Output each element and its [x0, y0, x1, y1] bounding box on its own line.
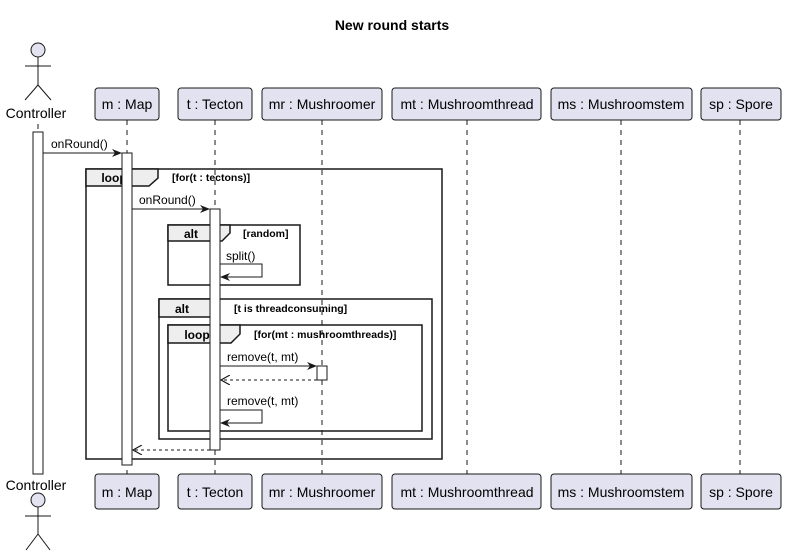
message-label: remove(t, mt) — [227, 394, 298, 408]
participant-label: mr : Mushroomer — [269, 484, 376, 500]
message-remove-self: remove(t, mt) — [220, 394, 298, 427]
participants-top: m : Map t : Tecton mr : Mushroomer mt : … — [94, 87, 782, 121]
message-onround-tecton: onRound() — [132, 193, 210, 213]
activation-map — [121, 152, 133, 466]
participant-label: m : Map — [102, 96, 153, 112]
messages: onRound() onRound() split() remove(t, mt… — [43, 137, 317, 450]
stick-figure-icon — [25, 492, 51, 551]
actor-controller-top: Controller — [6, 42, 67, 121]
message-label: remove(t, mt) — [227, 350, 298, 364]
activation-tecton — [209, 208, 221, 451]
fragment-loop-mushroomthreads: loop [for(mt : mushroomthreads)] — [167, 324, 423, 432]
fragment-guard: [for(t : tectons)] — [172, 172, 250, 184]
participant-label: ms : Mushroomstem — [558, 96, 685, 112]
message-label: onRound() — [51, 137, 108, 151]
participant-label: sp : Spore — [709, 484, 773, 500]
message-label: onRound() — [139, 193, 196, 207]
fragment-loop-tectons: loop [for(t : tectons)] — [85, 168, 443, 460]
participant-mushroomthread: mt : Mushroomthread — [391, 473, 542, 510]
activations — [32, 131, 328, 475]
participant-mushroomthread: mt : Mushroomthread — [391, 87, 542, 121]
participant-tecton: t : Tecton — [177, 473, 253, 510]
activation-mushroomer — [316, 365, 328, 381]
participant-mushroomstem: ms : Mushroomstem — [550, 473, 693, 510]
participant-label: t : Tecton — [187, 484, 244, 500]
participant-label: ms : Mushroomstem — [558, 484, 685, 500]
participant-mushroomer: mr : Mushroomer — [261, 87, 383, 121]
participant-label: mt : Mushroomthread — [400, 96, 533, 112]
actor-label: Controller — [6, 105, 67, 121]
fragment-alt-threadconsuming: alt [t is threadconsuming] — [158, 298, 433, 440]
stick-figure-icon — [24, 42, 52, 101]
fragment-guard: [random] — [243, 228, 289, 240]
participant-label: m : Map — [102, 484, 153, 500]
participant-label: mr : Mushroomer — [269, 96, 376, 112]
fragment-operator: loop — [184, 328, 209, 342]
fragment-operator: alt — [184, 227, 198, 241]
diagram-title: New round starts — [335, 17, 450, 33]
participant-mushroomer: mr : Mushroomer — [261, 473, 383, 510]
participant-label: t : Tecton — [187, 96, 244, 112]
actor-label: Controller — [6, 477, 67, 493]
activation-controller — [32, 131, 44, 475]
fragment-guard: [for(mt : mushroomthreads)] — [254, 329, 396, 341]
participants-bottom: m : Map t : Tecton mr : Mushroomer mt : … — [94, 473, 782, 510]
message-label: split() — [226, 249, 255, 263]
participant-label: sp : Spore — [709, 96, 773, 112]
fragment-operator: loop — [101, 171, 126, 185]
participant-map: m : Map — [94, 87, 160, 121]
fragment-guard: [t is threadconsuming] — [234, 303, 347, 315]
message-split-self: split() — [220, 249, 263, 281]
participant-spore: sp : Spore — [700, 473, 782, 510]
participant-spore: sp : Spore — [700, 87, 782, 121]
message-onround-map: onRound() — [43, 137, 122, 157]
fragment-operator: alt — [175, 302, 189, 316]
participant-map: m : Map — [94, 473, 160, 510]
message-remove-mushroomer: remove(t, mt) — [220, 350, 317, 370]
participant-label: mt : Mushroomthread — [400, 484, 533, 500]
fragments: loop [for(t : tectons)] alt [random] alt… — [85, 168, 443, 460]
actor-controller-bottom: Controller — [6, 477, 67, 551]
participant-tecton: t : Tecton — [177, 87, 253, 121]
participant-mushroomstem: ms : Mushroomstem — [550, 87, 693, 121]
